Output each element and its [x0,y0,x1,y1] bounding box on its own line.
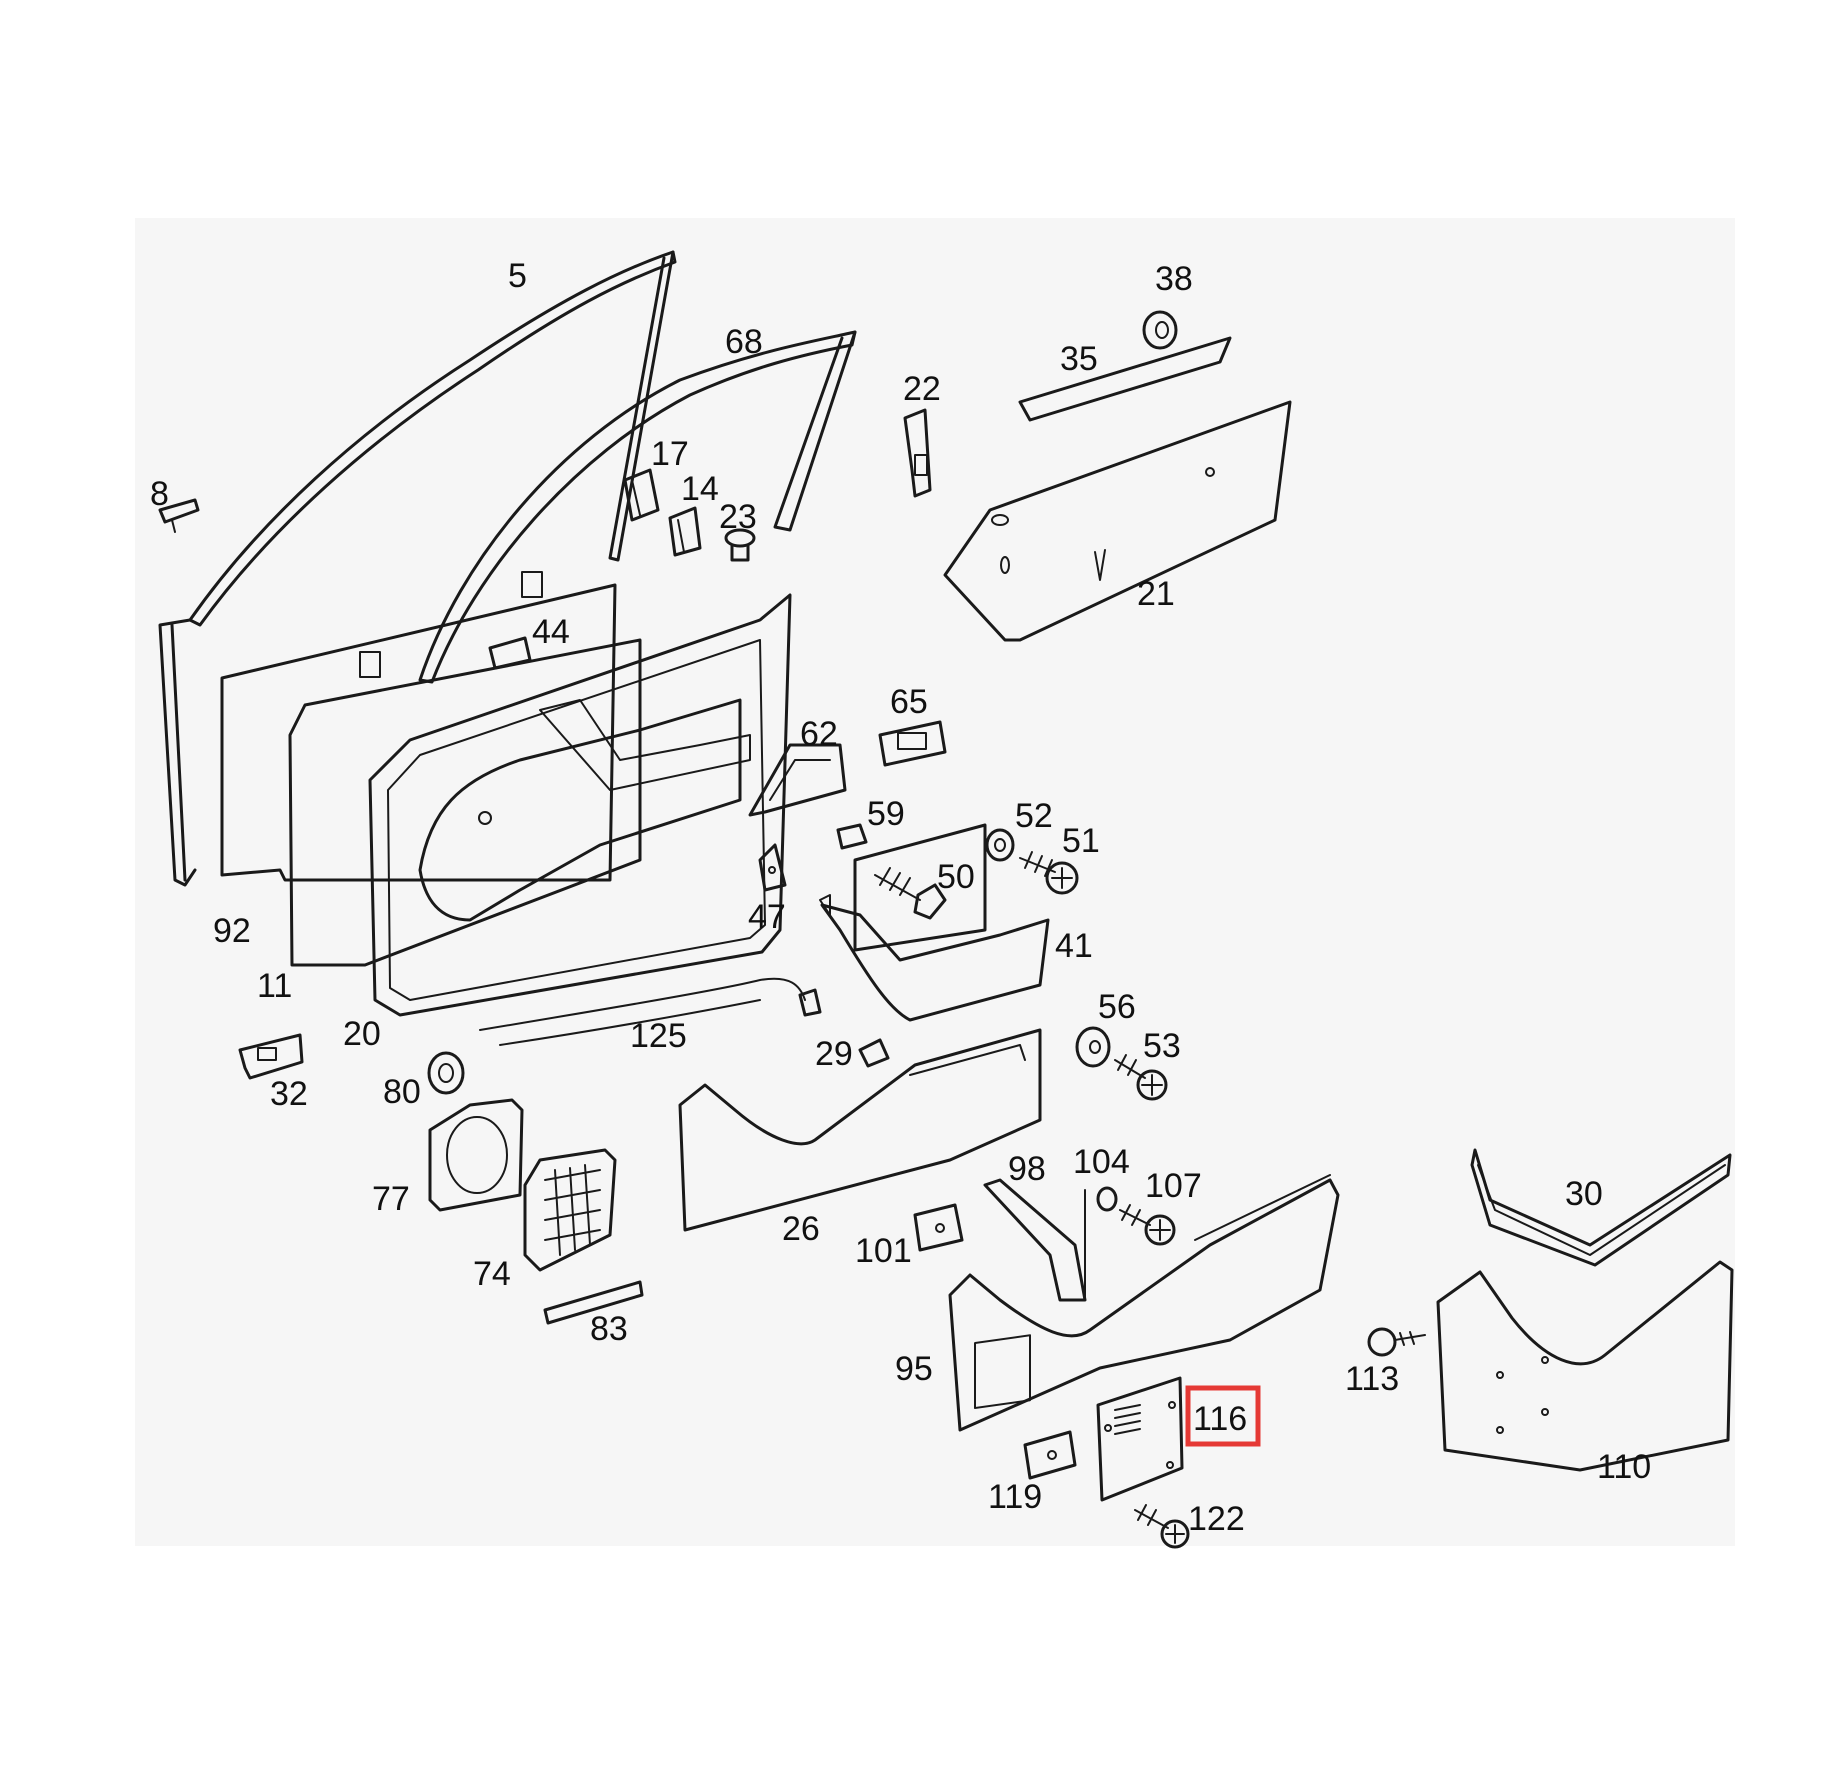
part-107-screw [1119,1204,1176,1246]
callout-52: 52 [1015,797,1053,835]
part-26-lower-trim [678,1028,1042,1232]
callout-29: 29 [815,1035,853,1073]
part-14-clip [668,506,702,557]
part-116-cover-plate [1096,1376,1184,1502]
part-53-screw [1114,1054,1168,1101]
part-119-clip [1023,1430,1077,1480]
callout-74: 74 [473,1255,511,1293]
callout-labels: 5 68 38 35 22 8 17 14 23 21 44 65 62 59 … [150,257,1651,1538]
part-68-window-channel [418,330,857,684]
callout-53: 53 [1143,1027,1181,1065]
callout-98: 98 [1008,1150,1046,1188]
callout-77: 77 [372,1180,410,1218]
callout-23: 23 [719,498,757,536]
part-47-clip [758,843,787,892]
part-5-door-seal [158,250,677,887]
part-74-speaker-grille [523,1148,617,1272]
callout-107: 107 [1145,1167,1202,1205]
part-11-sound-insulation [288,638,642,967]
callout-125: 125 [630,1017,687,1055]
diagram-panel [135,218,1735,1546]
callout-21: 21 [1137,575,1175,613]
part-8-hinge-pin [158,498,200,533]
part-22-bracket [903,408,932,498]
part-80-grommet [427,1051,465,1095]
part-95-lower-panel [948,1174,1340,1432]
callout-44: 44 [532,613,570,651]
callout-68: 68 [725,323,763,361]
part-35-trim-strip [1018,336,1232,422]
callout-30: 30 [1565,1175,1603,1213]
part-20-door-trim-panel [368,593,792,1017]
part-104-grommet [1096,1186,1118,1212]
part-110-side-panel [1436,1260,1734,1472]
callout-62: 62 [800,715,838,753]
part-113-screw [1367,1327,1426,1357]
callout-113: 113 [1345,1360,1399,1398]
callout-22: 22 [903,370,941,408]
callout-92: 92 [213,912,251,950]
callout-116: 116 [1193,1400,1247,1438]
callout-47: 47 [748,898,786,936]
callout-101: 101 [855,1232,912,1270]
callout-32: 32 [270,1075,308,1113]
part-51-screw [1019,851,1079,895]
callout-95: 95 [895,1350,933,1388]
part-41-armrest [819,823,1050,1022]
callout-50: 50 [937,858,975,896]
highlight-box-116 [1185,1385,1261,1447]
part-62-handle-bezel [748,743,847,817]
part-98-support-bracket [983,1178,1087,1302]
callout-56: 56 [1098,988,1136,1026]
part-32-lock-housing [238,1033,304,1080]
callout-119: 119 [988,1478,1042,1516]
callout-5: 5 [508,257,527,295]
part-65-switch [878,720,947,767]
callout-51: 51 [1062,822,1100,860]
part-21-upper-trim [943,400,1292,642]
part-125-cable [479,977,822,1046]
part-122-screw [1134,1504,1190,1549]
part-52-washer [985,828,1015,862]
callout-35: 35 [1060,340,1098,378]
callout-65: 65 [890,683,928,721]
callout-110: 110 [1597,1448,1651,1486]
part-29-clip [858,1038,890,1068]
part-30-moulding [1470,1148,1732,1267]
callout-83: 83 [590,1310,628,1348]
callout-80: 80 [383,1073,421,1111]
callout-8: 8 [150,475,169,513]
part-101-clip [913,1203,964,1252]
callout-26: 26 [782,1210,820,1248]
part-17-clip [623,468,660,522]
part-83-trim-strip [543,1280,644,1325]
part-56-washer [1075,1026,1111,1068]
callout-59: 59 [867,795,905,833]
callout-17: 17 [651,435,689,473]
part-77-speaker-ring [428,1098,524,1212]
part-92-vapour-barrier [220,571,617,882]
callout-104: 104 [1073,1143,1130,1181]
part-38-grommet [1142,310,1178,350]
part-59-clip [836,823,868,850]
callout-11: 11 [257,967,292,1005]
callout-41: 41 [1055,927,1093,965]
callout-20: 20 [343,1015,381,1053]
callout-122: 122 [1188,1500,1245,1538]
part-50-bolt [874,867,947,920]
part-23-plug [724,528,756,562]
callout-14: 14 [681,470,719,508]
part-44-clip [488,636,532,670]
callout-38: 38 [1155,260,1193,298]
